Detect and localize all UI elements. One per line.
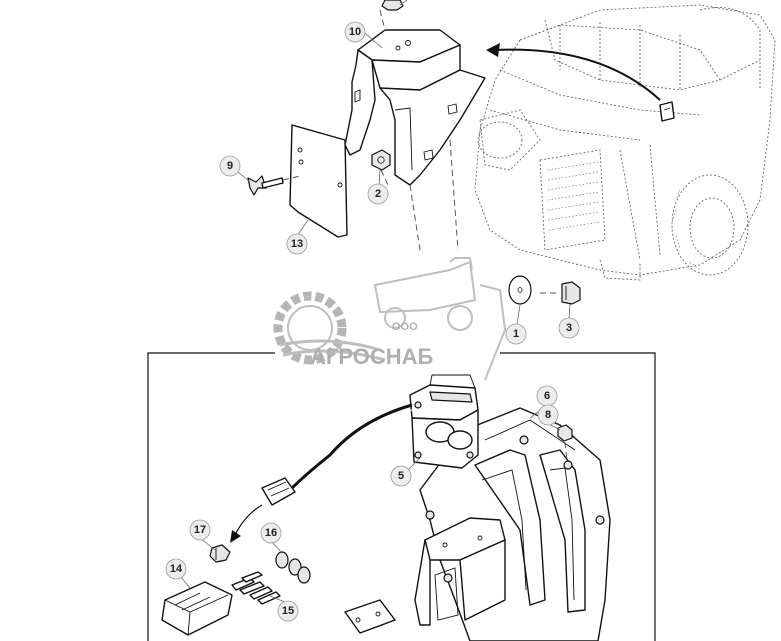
leader-lines — [180, 31, 571, 603]
washer-part-1 — [508, 275, 532, 305]
watermark-name: АГРОСНАБ — [310, 344, 434, 369]
callout-label-6: 6 — [544, 390, 550, 402]
sensor-part-5 — [409, 374, 479, 469]
callout-label-15: 15 — [282, 605, 294, 617]
nut-part-8 — [557, 424, 573, 442]
callout-label-10: 10 — [349, 26, 361, 38]
callout-6: 6 — [536, 385, 558, 407]
callout-15: 15 — [277, 600, 299, 622]
callout-label-2: 2 — [375, 188, 381, 200]
assembly-lines-upper — [282, 9, 558, 294]
watermark-prefix: ООО — [392, 321, 418, 333]
callout-label-17: 17 — [194, 524, 206, 536]
terminals-part-15 — [231, 571, 281, 605]
callout-8: 8 — [537, 404, 559, 426]
mounting-bracket — [414, 517, 506, 626]
pin-part-17 — [209, 544, 231, 563]
machine-outline — [474, 4, 776, 281]
callout-label-16: 16 — [265, 527, 277, 539]
plate-part-13 — [289, 124, 348, 238]
callout-2: 2 — [367, 183, 389, 205]
location-arrow — [486, 43, 661, 101]
wing-bolt-part-9 — [247, 175, 284, 196]
callout-16: 16 — [260, 522, 282, 544]
connector-part-14 — [161, 581, 233, 636]
seals-part-16 — [275, 551, 311, 584]
callout-label-5: 5 — [398, 470, 404, 482]
callout-5: 5 — [390, 465, 412, 487]
watermark: ООО АГРОСНАБ — [273, 257, 507, 381]
callout-10: 10 — [344, 21, 366, 43]
detail-frame — [147, 352, 656, 641]
callout-17: 17 — [189, 519, 211, 541]
callout-9: 9 — [219, 155, 241, 177]
nut-top — [381, 0, 404, 11]
callout-14: 14 — [165, 558, 187, 580]
callout-label-8: 8 — [545, 409, 551, 421]
callout-1: 1 — [505, 323, 527, 345]
callout-label-1: 1 — [513, 328, 519, 340]
callout-label-3: 3 — [566, 322, 572, 334]
bolt-part-3 — [561, 281, 581, 305]
wire-harness — [261, 403, 413, 506]
nut-part-2 — [371, 149, 391, 171]
callout-13: 13 — [286, 233, 308, 255]
callouts: 10 9 2 13 1 3 6 8 — [165, 21, 580, 622]
callout-label-9: 9 — [227, 160, 233, 172]
connector-arrow — [230, 504, 263, 543]
callout-label-13: 13 — [291, 238, 303, 250]
callout-3: 3 — [558, 317, 580, 339]
callout-label-14: 14 — [170, 563, 183, 575]
small-plate — [344, 599, 396, 634]
cover-part-10 — [344, 29, 486, 186]
